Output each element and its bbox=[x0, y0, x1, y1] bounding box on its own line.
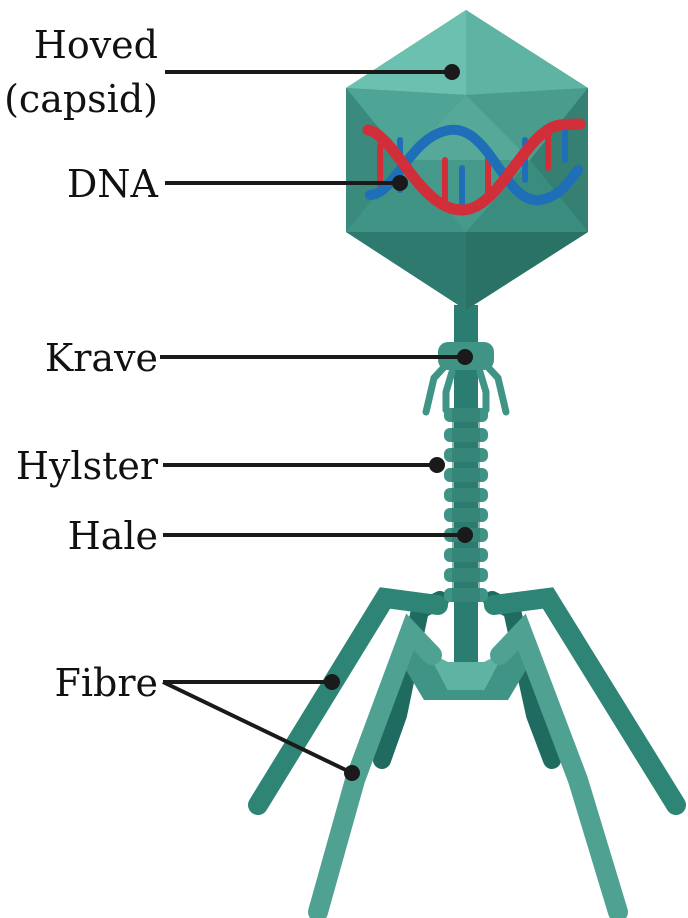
leader-dna-dot bbox=[392, 175, 408, 191]
sheath-core bbox=[452, 408, 480, 602]
leader-tail-dot bbox=[457, 527, 473, 543]
label-head: Hoved bbox=[34, 23, 158, 67]
label-head-capsid: (capsid) bbox=[4, 77, 158, 121]
label-dna: DNA bbox=[67, 162, 159, 206]
label-collar: Krave bbox=[45, 336, 158, 380]
label-fibres: Fibre bbox=[55, 661, 159, 705]
labels: Hoved (capsid) DNA Krave Hylster Hale Fi… bbox=[4, 23, 159, 705]
leader-head-dot bbox=[444, 64, 460, 80]
leader-fibre-2-dot bbox=[344, 765, 360, 781]
leader-collar-dot bbox=[457, 349, 473, 365]
leader-fibre-1-dot bbox=[324, 674, 340, 690]
label-tail: Hale bbox=[68, 514, 158, 558]
leader-sheath-dot bbox=[429, 457, 445, 473]
label-sheath: Hylster bbox=[16, 444, 159, 488]
